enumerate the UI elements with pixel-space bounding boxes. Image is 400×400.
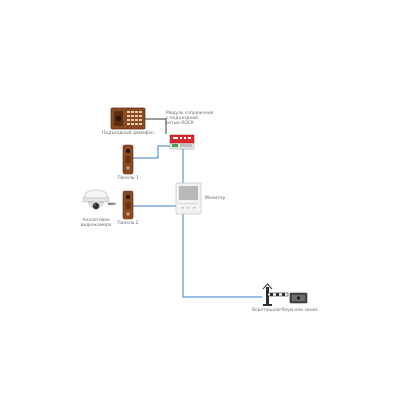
wires [108, 118, 262, 298]
barrier-gate-icon [262, 283, 289, 306]
label-podyezdny-domofon: Подъездный домофон [102, 131, 154, 136]
wire-panel1-module [133, 145, 171, 159]
door-panel-icon [122, 144, 134, 175]
label-ili: или [107, 202, 117, 207]
video-monitor-icon [175, 182, 202, 215]
label-modul: Модуль сопряжения с подъездной сетью КОС… [166, 111, 213, 127]
label-panel1: Панель 1 [117, 176, 139, 181]
label-monitor: Монитор [205, 196, 226, 201]
label-modul-line1: Модуль сопряжения [166, 111, 214, 116]
wire-domofon-module [145, 118, 167, 134]
label-camera-line1: Аналоговая [82, 218, 110, 223]
electric-lock-icon [289, 292, 308, 304]
label-camera: Аналоговая видеокамера [78, 218, 114, 228]
door-panel-icon [122, 190, 134, 220]
label-modul-line3: сетью КОСК [166, 121, 195, 127]
label-gate: Ворота/шлагбаум или замок [251, 308, 318, 313]
label-modul-line2: с подъездной [166, 116, 198, 122]
label-camera-line2: видеокамера [80, 223, 112, 229]
interface-module-icon [169, 134, 195, 150]
label-panel2: Панель 2 [117, 221, 139, 226]
dome-camera-icon [82, 189, 110, 210]
wire-monitor-gate [182, 214, 262, 298]
intercom-panel-icon [110, 107, 146, 130]
